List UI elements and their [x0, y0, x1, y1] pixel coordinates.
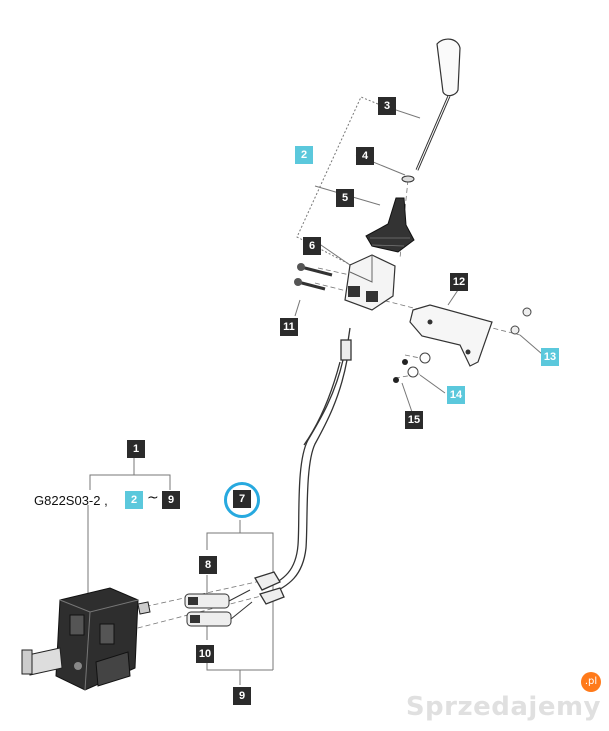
callout-3: 3: [378, 97, 396, 115]
callout-11: 11: [280, 318, 298, 336]
watermark-badge: .pl: [581, 672, 601, 692]
control-cable: [254, 327, 352, 605]
callout-14: 14: [447, 386, 465, 404]
callout-9: 9: [233, 687, 251, 705]
shift-housing: [344, 254, 396, 311]
control-valve: [21, 587, 151, 691]
callout-8: 8: [199, 556, 217, 574]
highlight-ring-7: [224, 482, 260, 518]
mounting-bracket: [409, 304, 493, 367]
callout-2: 2: [295, 146, 313, 164]
fasteners: [393, 307, 532, 383]
bolts: [294, 263, 333, 291]
callout-2-kit: 2: [125, 491, 143, 509]
ring-part: [401, 175, 415, 183]
callout-1: 1: [127, 440, 145, 458]
callout-6: 6: [303, 237, 321, 255]
rubber-boot: [365, 197, 415, 253]
callout-4: 4: [356, 147, 374, 165]
callout-15: 15: [405, 411, 423, 429]
range-symbol: ~: [147, 490, 159, 506]
callout-10: 10: [196, 645, 214, 663]
callout-9-kit: 9: [162, 491, 180, 509]
gear-lever: [415, 38, 461, 171]
cable-fittings: [184, 589, 253, 627]
callout-12: 12: [450, 273, 468, 291]
watermark-logo: Sprzedajemy: [405, 692, 601, 722]
kit-part-code: G822S03-2 ,: [34, 493, 108, 508]
callout-5: 5: [336, 189, 354, 207]
callout-13: 13: [541, 348, 559, 366]
leader-lines: [87, 96, 543, 685]
